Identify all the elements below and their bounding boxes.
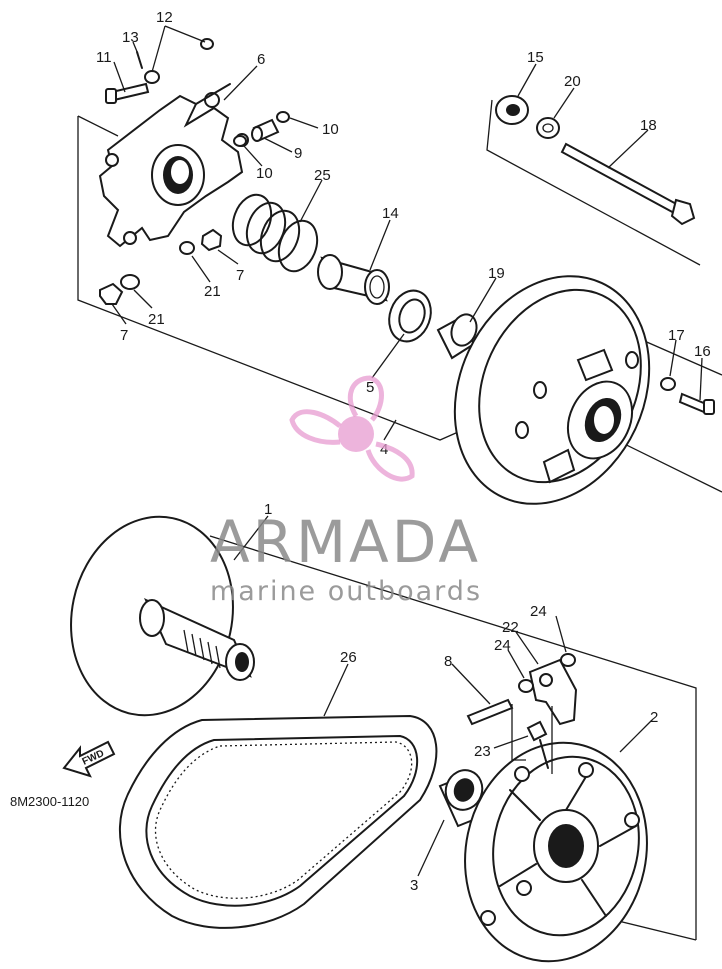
- nut-part-7: [99, 228, 223, 305]
- callout-21-upper: 21: [204, 283, 221, 300]
- spider-assembly-part-6: [98, 83, 249, 248]
- callout-7-upper: 7: [236, 267, 244, 284]
- washer-part-15: [495, 95, 529, 125]
- washer-part-12: [144, 38, 214, 84]
- sleeve-part-14: [317, 254, 390, 305]
- pin-part-13: [136, 51, 143, 69]
- nut-part-24: [518, 653, 576, 693]
- callout-11: 11: [96, 49, 112, 66]
- watermark-brand: ARMADA: [210, 508, 481, 576]
- bolt-part-11: [105, 82, 150, 104]
- callout-23: 23: [474, 743, 491, 760]
- bushing-part-19: [436, 313, 478, 360]
- callout-15: 15: [527, 49, 544, 66]
- bolt-part-18: [560, 142, 696, 226]
- bushing-part-5: [388, 289, 432, 343]
- callout-13: 13: [122, 29, 139, 46]
- washer-part-17: [660, 377, 676, 391]
- watermark-tagline: marine outboards: [210, 576, 482, 607]
- callout-6: 6: [257, 51, 265, 68]
- callout-17: 17: [668, 327, 685, 344]
- callout-2: 2: [650, 709, 658, 726]
- callout-24-left: 24: [494, 637, 511, 654]
- callout-12: 12: [156, 9, 173, 26]
- ramp-plate-part-22: [528, 658, 578, 726]
- callout-20: 20: [564, 73, 581, 90]
- spring-part-25: [231, 193, 319, 273]
- drive-clutch-cover: [453, 275, 651, 505]
- bolt-part-16: [678, 392, 715, 415]
- callout-3: 3: [410, 877, 418, 894]
- roller-part-9: [251, 118, 280, 142]
- callout-4: 4: [380, 441, 388, 458]
- drive-belt-part-26: [119, 714, 438, 929]
- washer-part-20: [536, 117, 560, 139]
- drawing-code: 8M2300-1120: [10, 794, 89, 809]
- callout-leader-lines: [111, 25, 703, 877]
- washer-part-10: [233, 111, 290, 147]
- watermark: ARMADA marine outboards: [210, 375, 482, 607]
- bolt-part-23: [526, 720, 549, 769]
- callout-10-bottom: 10: [256, 165, 273, 182]
- callout-9: 9: [294, 145, 302, 162]
- callout-1: 1: [264, 501, 272, 518]
- callout-10-top: 10: [322, 121, 339, 138]
- callout-26: 26: [340, 649, 357, 666]
- callout-8: 8: [444, 653, 452, 670]
- callout-numbers: 12 13 11 6 10 9 10 25 14 7 21 21 7 15 20…: [96, 9, 711, 894]
- sheave-part-1: [70, 515, 255, 717]
- fixed-sheave-part-2: [464, 741, 648, 963]
- callout-24-right: 24: [530, 603, 547, 620]
- callout-22: 22: [502, 619, 519, 636]
- callout-14: 14: [382, 205, 399, 222]
- callout-7-lower: 7: [120, 327, 128, 344]
- washer-part-21: [120, 241, 195, 290]
- callout-21-lower: 21: [148, 311, 165, 328]
- armada-logo-icon: [289, 375, 415, 482]
- callout-16: 16: [694, 343, 711, 360]
- forward-direction-arrow: FWD: [62, 740, 116, 778]
- callout-5: 5: [366, 379, 374, 396]
- callout-25: 25: [314, 167, 331, 184]
- callout-19: 19: [488, 265, 505, 282]
- callout-18: 18: [640, 117, 657, 134]
